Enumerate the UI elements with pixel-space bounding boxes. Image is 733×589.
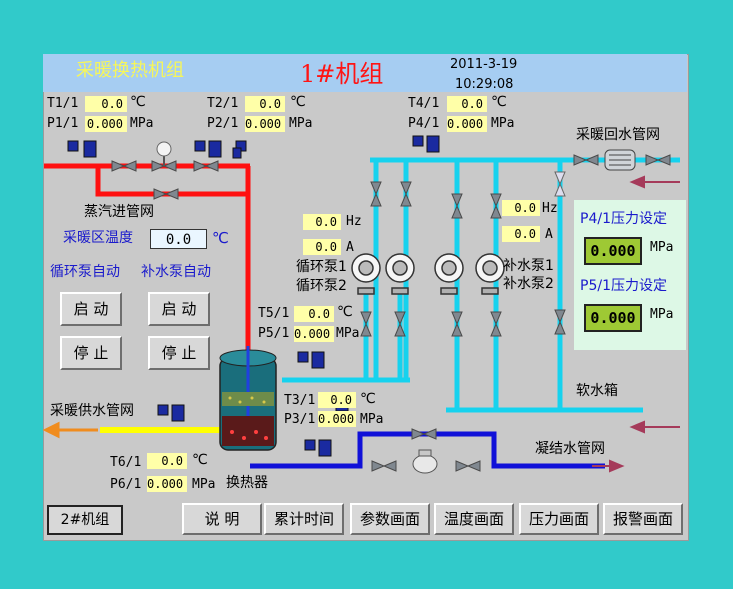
help-button[interactable]: 说 明 xyxy=(182,503,262,535)
circ-pump-auto-label: 循环泵自动 xyxy=(50,264,120,280)
makeup-pump-hz-value: 0.0 xyxy=(502,200,540,216)
page-title: 采暖换热机组 xyxy=(76,60,184,81)
t4-value: 0.0 xyxy=(447,96,487,112)
p5-setpoint-unit: MPa xyxy=(650,307,674,322)
params-screen-button[interactable]: 参数画面 xyxy=(350,503,430,535)
heat-zone-temp-unit: ℃ xyxy=(212,229,229,247)
t4-label: T4/1 xyxy=(408,96,440,111)
makeup-pump-hz-unit: Hz xyxy=(542,201,558,216)
t5-unit: ℃ xyxy=(337,304,353,320)
makeup-pump-2-label: 补水泵2 xyxy=(503,276,554,292)
exchanger-label: 换热器 xyxy=(226,475,268,491)
circ-pump-hz-unit: Hz xyxy=(346,214,362,229)
t3-label: T3/1 xyxy=(284,393,316,408)
time-display: 10:29:08 xyxy=(455,77,514,92)
t6-unit: ℃ xyxy=(192,452,208,468)
p4-label: P4/1 xyxy=(408,116,440,131)
date-display: 2011-3-19 xyxy=(450,57,518,72)
unit2-button[interactable]: 2#机组 xyxy=(47,505,123,535)
t5-label: T5/1 xyxy=(258,306,290,321)
supply-net-label: 采暖供水管网 xyxy=(50,403,134,419)
t3-unit: ℃ xyxy=(360,391,376,407)
circ-pump-a-unit: A xyxy=(346,240,354,255)
p6-label: P6/1 xyxy=(110,477,142,492)
t1-value: 0.0 xyxy=(85,96,127,112)
cumulative-time-button[interactable]: 累计时间 xyxy=(264,503,344,535)
steam-in-label: 蒸汽进管网 xyxy=(84,204,154,220)
makeup-pump-auto-label: 补水泵自动 xyxy=(141,264,211,280)
t2-label: T2/1 xyxy=(207,96,239,111)
t6-label: T6/1 xyxy=(110,455,142,470)
makeup-pump-a-unit: A xyxy=(545,227,553,242)
p5-label: P5/1 xyxy=(258,326,290,341)
circ-pump-start-button[interactable]: 启 动 xyxy=(60,292,122,326)
p4-unit: MPa xyxy=(491,116,515,131)
p1-value: 0.000 xyxy=(85,116,127,132)
t2-unit: ℃ xyxy=(290,94,306,110)
circ-pump-hz-value: 0.0 xyxy=(303,214,341,230)
p3-value: 0.000 xyxy=(318,411,356,427)
t4-unit: ℃ xyxy=(491,94,507,110)
p4-setpoint-input[interactable]: 0.000 xyxy=(584,237,642,265)
p2-label: P2/1 xyxy=(207,116,239,131)
circ-pump-2-label: 循环泵2 xyxy=(296,278,347,294)
p4-setpoint-label: P4/1压力设定 xyxy=(580,211,667,227)
temperature-screen-button[interactable]: 温度画面 xyxy=(434,503,514,535)
p5-unit: MPa xyxy=(336,326,360,341)
unit-title: 1#机组 xyxy=(300,60,384,88)
p2-value: 0.000 xyxy=(245,116,285,132)
p2-unit: MPa xyxy=(289,116,313,131)
pressure-screen-button[interactable]: 压力画面 xyxy=(519,503,599,535)
p5-setpoint-label: P5/1压力设定 xyxy=(580,278,667,294)
makeup-pump-1-label: 补水泵1 xyxy=(503,258,554,274)
p1-label: P1/1 xyxy=(47,116,79,131)
makeup-pump-start-button[interactable]: 启 动 xyxy=(148,292,210,326)
circ-pump-1-label: 循环泵1 xyxy=(296,259,347,275)
t1-label: T1/1 xyxy=(47,96,79,111)
p1-unit: MPa xyxy=(130,116,154,131)
t2-value: 0.0 xyxy=(245,96,285,112)
circ-pump-stop-button[interactable]: 停 止 xyxy=(60,336,122,370)
p3-unit: MPa xyxy=(360,412,384,427)
return-net-label: 采暖回水管网 xyxy=(576,127,660,143)
makeup-pump-a-value: 0.0 xyxy=(502,226,540,242)
p4-value: 0.000 xyxy=(447,116,487,132)
title-bar xyxy=(43,54,687,92)
p5-setpoint-input[interactable]: 0.000 xyxy=(584,304,642,332)
soft-tank-label: 软水箱 xyxy=(576,383,618,399)
t6-value: 0.0 xyxy=(147,453,187,469)
p3-label: P3/1 xyxy=(284,412,316,427)
heat-zone-temp-value: 0.0 xyxy=(150,229,207,249)
t1-unit: ℃ xyxy=(130,94,146,110)
heat-zone-temp-label: 采暖区温度 xyxy=(63,230,133,246)
p6-value: 0.000 xyxy=(147,476,187,492)
p6-unit: MPa xyxy=(192,477,216,492)
t5-value: 0.0 xyxy=(294,306,334,322)
makeup-pump-stop-button[interactable]: 停 止 xyxy=(148,336,210,370)
condensate-label: 凝结水管网 xyxy=(535,441,605,457)
p5-value: 0.000 xyxy=(294,326,334,342)
p4-setpoint-unit: MPa xyxy=(650,240,674,255)
alarm-screen-button[interactable]: 报警画面 xyxy=(603,503,683,535)
t3-value: 0.0 xyxy=(318,392,356,408)
circ-pump-a-value: 0.0 xyxy=(303,239,341,255)
